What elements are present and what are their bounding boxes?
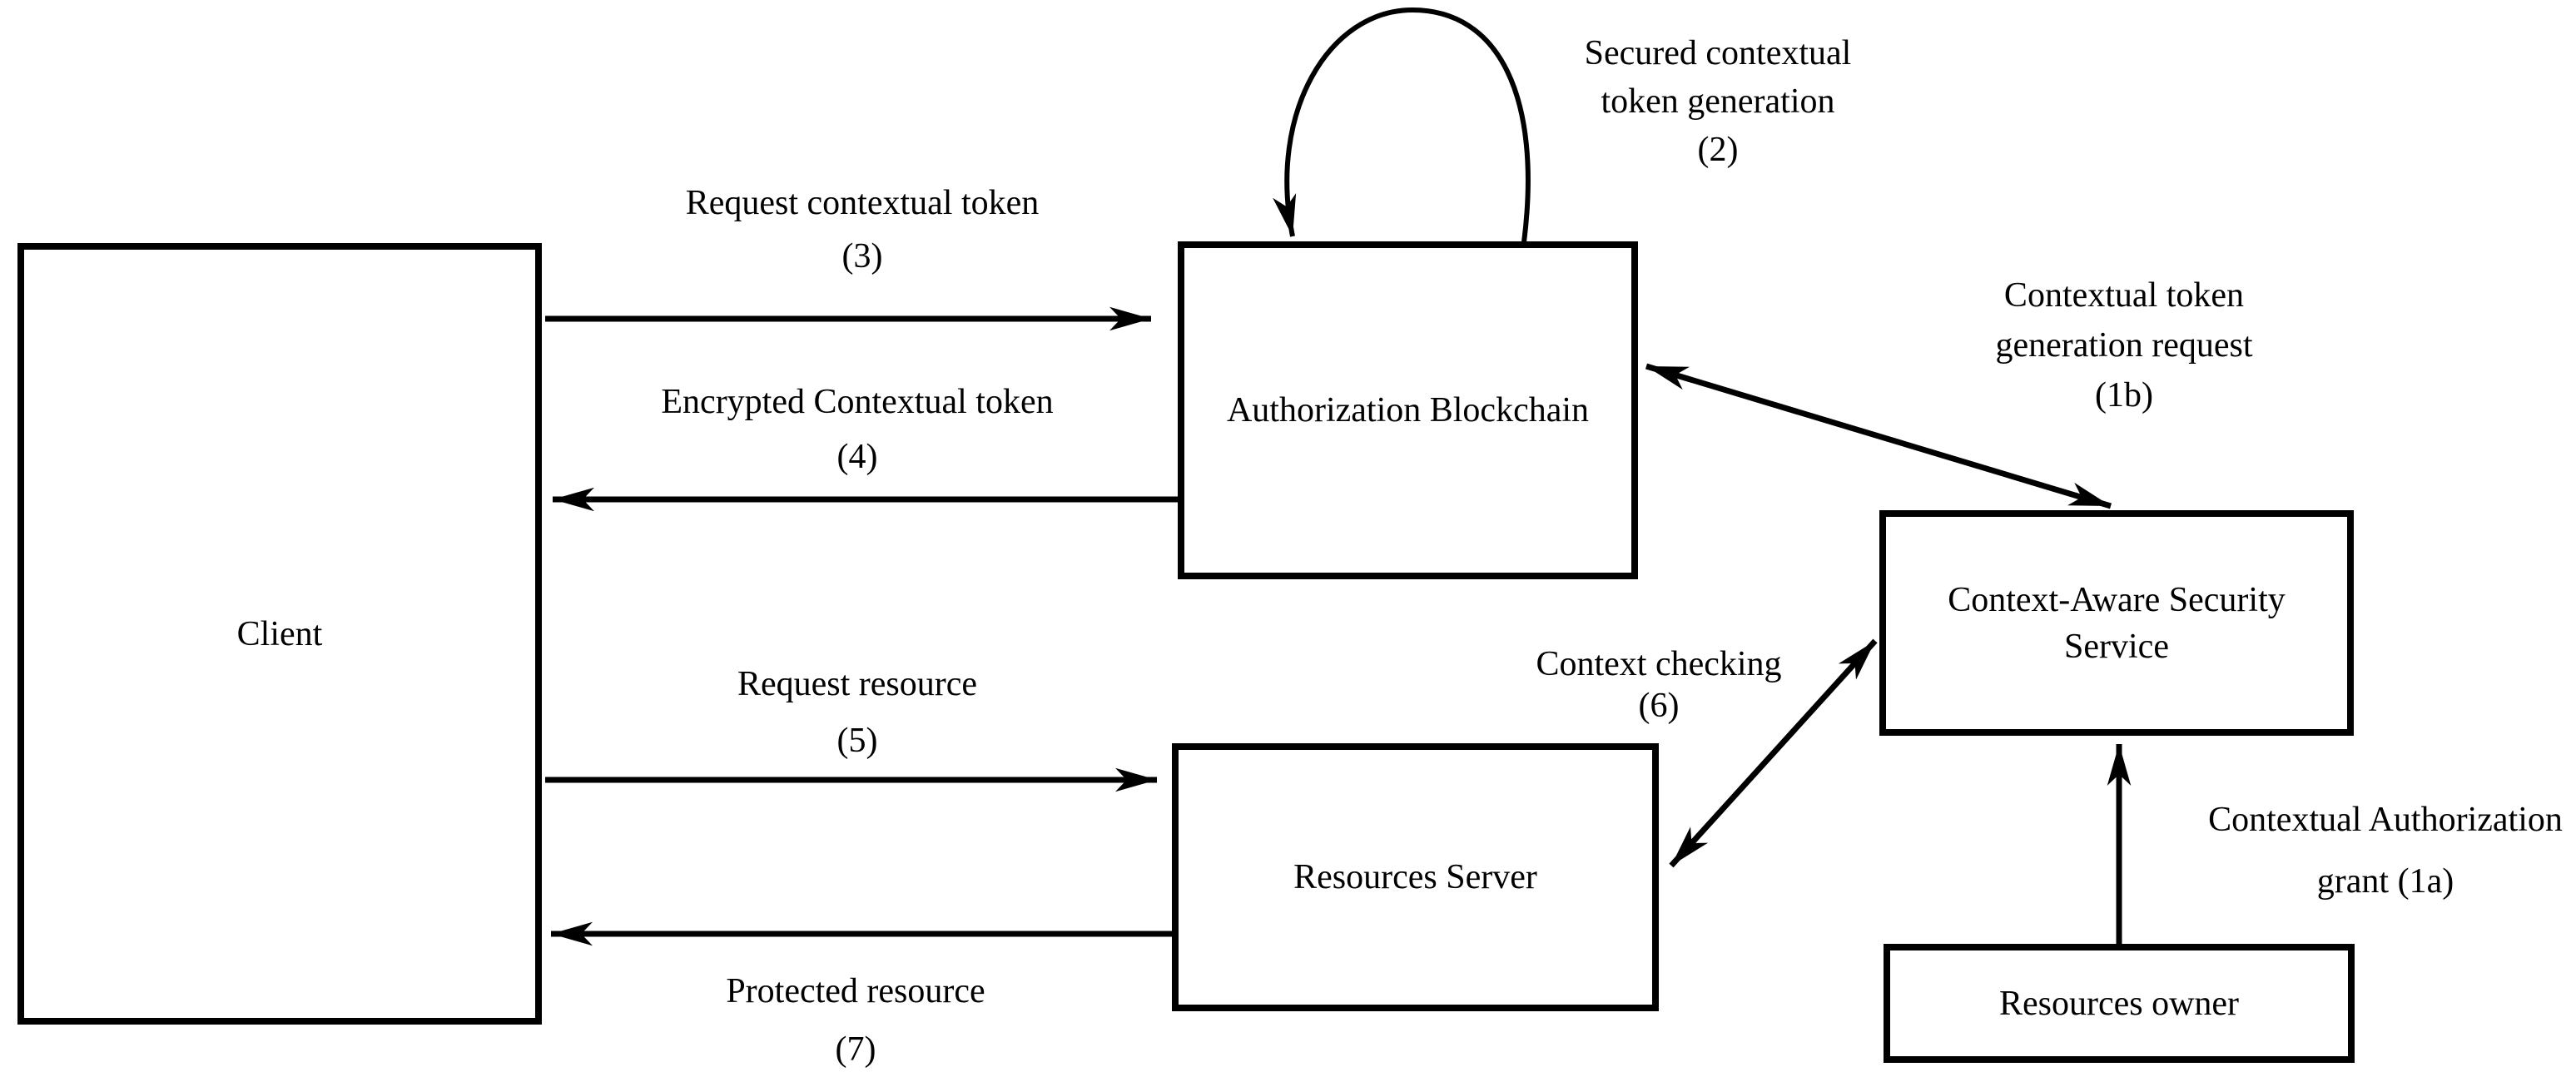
arrow-context-checking	[1669, 638, 1878, 868]
authorization-blockchain-node: Authorization Blockchain	[1178, 241, 1638, 579]
label-step-number: (3)	[841, 237, 883, 275]
label-line: Encrypted Contextual token	[661, 383, 1054, 421]
resources-owner-node: Resources owner	[1884, 944, 2355, 1063]
label-step-number: (2)	[1697, 131, 1739, 169]
label-line: Protected resource	[726, 972, 985, 1010]
label-step-number: (7)	[835, 1030, 876, 1069]
label-step-number: (6)	[1638, 687, 1680, 725]
arrow-secured-contextual-token-generation	[1273, 7, 1531, 243]
label-encrypted-contextual-token: Encrypted Contextual token (4)	[661, 375, 1053, 484]
label-line: Request contextual token	[685, 184, 1040, 222]
client-label: Client	[236, 614, 323, 653]
label-request-contextual-token: Request contextual token (3)	[686, 176, 1040, 283]
label-protected-resource: Protected resource (7)	[726, 962, 985, 1079]
arrow-contextual-token-generation-request	[1645, 363, 2112, 509]
label-secured-contextual-token-generation: Secured contextual token generation (2)	[1585, 29, 1852, 174]
label-line: generation request	[1995, 326, 2253, 365]
context-aware-security-service-label-line1: Context-Aware Security	[1948, 580, 2286, 619]
resources-server-label: Resources Server	[1293, 858, 1537, 896]
resources-server-node: Resources Server	[1172, 743, 1659, 1011]
label-step-number: (4)	[836, 438, 878, 476]
label-line: Context checking	[1536, 645, 1782, 683]
context-aware-security-service-label-line2: Service	[2064, 627, 2169, 666]
label-line: Secured contextual	[1584, 34, 1852, 72]
label-context-checking: Context checking (6)	[1536, 643, 1781, 727]
label-line: Contextual token	[2003, 276, 2245, 315]
label-line: Contextual Authorization	[2208, 801, 2563, 839]
label-line: Request resource	[737, 665, 978, 703]
label-step-number: (5)	[836, 722, 878, 760]
label-step-number: (1b)	[2095, 376, 2153, 414]
resources-owner-label: Resources owner	[1998, 984, 2240, 1023]
context-aware-security-service-node: Context-Aware Security Service	[1879, 510, 2354, 736]
authorization-blockchain-label: Authorization Blockchain	[1226, 391, 1590, 429]
label-line: grant (1a)	[2316, 862, 2454, 901]
client-node: Client	[17, 243, 542, 1025]
label-contextual-authorization-grant: Contextual Authorization grant (1a)	[2208, 789, 2563, 912]
label-contextual-token-generation-request: Contextual token generation request (1b)	[1995, 270, 2252, 420]
label-line: token generation	[1601, 82, 1835, 121]
label-request-resource: Request resource (5)	[737, 656, 977, 769]
